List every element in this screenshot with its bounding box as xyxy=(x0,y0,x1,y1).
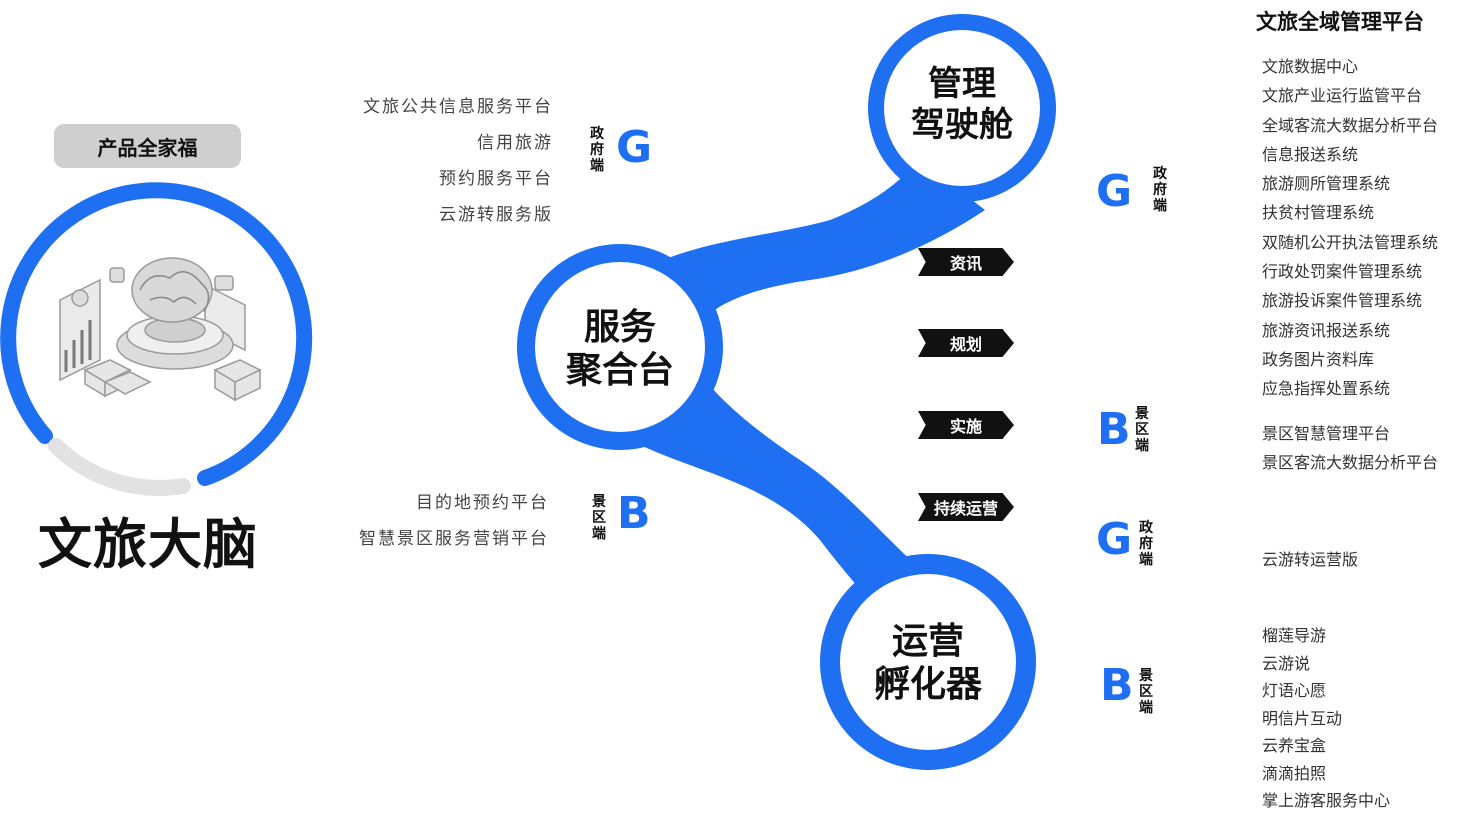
list-item[interactable]: 云游转服务版 xyxy=(439,205,553,225)
hub-service-line1: 服务 xyxy=(583,307,656,348)
scenic-side-label: 景区端 xyxy=(1135,406,1149,454)
list-item[interactable]: 旅游厕所管理系统 xyxy=(1262,174,1391,194)
service-gov-list: 文旅公共信息服务平台 信用旅游 预约服务平台 云游转服务版 xyxy=(363,89,553,233)
tag-implement[interactable]: 实施 xyxy=(918,411,1014,439)
list-item[interactable]: 景区智慧管理平台 xyxy=(1262,424,1391,443)
list-item[interactable]: 滴滴拍照 xyxy=(1262,763,1327,783)
hub-cockpit-line2: 驾驶舱 xyxy=(911,104,1013,145)
gov-letter-icon: G xyxy=(616,122,653,173)
list-item[interactable]: 预约服务平台 xyxy=(439,169,553,189)
hub-service xyxy=(517,244,723,450)
list-item[interactable]: 信用旅游 xyxy=(477,133,553,153)
tag-news[interactable]: 资讯 xyxy=(918,248,1014,276)
hub-incubator-line2: 孵化器 xyxy=(873,664,982,706)
right-scenic-list: 景区智慧管理平台 景区客流大数据分析平台 xyxy=(1262,419,1438,477)
scenic-letter-icon: B xyxy=(1097,404,1131,455)
list-item[interactable]: 旅游投诉案件管理系统 xyxy=(1262,291,1423,311)
tag-planning[interactable]: 规划 xyxy=(918,329,1014,357)
list-item[interactable]: 旅游资讯报送系统 xyxy=(1262,320,1391,340)
brain-title: 文旅大脑 xyxy=(38,513,258,576)
scenic-letter-icon: B xyxy=(1100,660,1134,711)
tag-operation[interactable]: 持续运营 xyxy=(918,493,1014,521)
service-scenic-list: 目的地预约平台 智慧景区服务营销平台 xyxy=(359,485,549,557)
product-pill[interactable]: 产品全家福 xyxy=(54,124,241,168)
gov-side-label: 政府端 xyxy=(1139,520,1153,568)
hub-service-label: 服务 聚合台 xyxy=(530,306,710,392)
list-item[interactable]: 云游转运营版 xyxy=(1262,550,1359,569)
scenic-side-label: 景区端 xyxy=(592,494,606,542)
list-item[interactable]: 云游说 xyxy=(1262,653,1311,673)
right-gov2-list: 云游转运营版 xyxy=(1262,548,1358,572)
list-item[interactable]: 文旅公共信息服务平台 xyxy=(363,97,553,117)
hub-service-line2: 聚合台 xyxy=(565,350,674,392)
hub-incubator-line1: 运营 xyxy=(891,621,964,662)
gov-letter-icon: G xyxy=(1096,166,1133,217)
scenic-letter-icon: B xyxy=(617,488,651,539)
right-gov-list: 文旅数据中心 文旅产业运行监管平台 全域客流大数据分析平台 信息报送系统 旅游厕… xyxy=(1262,52,1438,404)
list-item[interactable]: 文旅产业运行监管平台 xyxy=(1262,86,1423,106)
list-item[interactable]: 掌上游客服务中心 xyxy=(1262,791,1391,810)
hub-cockpit-line1: 管理 xyxy=(928,64,996,104)
hub-cockpit xyxy=(868,14,1056,202)
list-item[interactable]: 明信片互动 xyxy=(1262,708,1343,728)
list-item[interactable]: 全域客流大数据分析平台 xyxy=(1262,115,1439,135)
list-item[interactable]: 政务图片资料库 xyxy=(1262,349,1375,369)
gov-side-label: 政府端 xyxy=(1153,166,1167,214)
right-title: 文旅全域管理平台 xyxy=(1256,10,1424,34)
list-item[interactable]: 文旅数据中心 xyxy=(1262,57,1359,76)
list-item[interactable]: 榴莲导游 xyxy=(1262,626,1327,645)
list-item[interactable]: 目的地预约平台 xyxy=(416,493,549,513)
list-item[interactable]: 云养宝盒 xyxy=(1262,736,1327,755)
hub-incubator xyxy=(820,554,1036,770)
brain-ring xyxy=(0,182,313,496)
list-item[interactable]: 智慧景区服务营销平台 xyxy=(359,529,549,549)
hub-incubator-label: 运营 孵化器 xyxy=(840,620,1016,706)
list-item[interactable]: 信息报送系统 xyxy=(1262,144,1359,164)
list-item[interactable]: 应急指挥处置系统 xyxy=(1262,379,1391,399)
gov-side-label: 政府端 xyxy=(590,126,604,174)
scenic-side-label: 景区端 xyxy=(1139,668,1153,716)
list-item[interactable]: 双随机公开执法管理系统 xyxy=(1262,232,1439,252)
brain-illustration xyxy=(59,257,262,402)
list-item[interactable]: 景区客流大数据分析平台 xyxy=(1262,453,1439,472)
list-item[interactable]: 灯语心愿 xyxy=(1262,681,1327,700)
list-item[interactable]: 行政处罚案件管理系统 xyxy=(1262,262,1423,282)
list-item[interactable]: 扶贫村管理系统 xyxy=(1262,203,1375,223)
hub-cockpit-label: 管理 驾驶舱 xyxy=(880,64,1044,146)
right-scenic2-list: 榴莲导游 云游说 灯语心愿 明信片互动 云养宝盒 滴滴拍照 掌上游客服务中心 xyxy=(1262,622,1390,815)
gov-letter-icon: G xyxy=(1096,514,1133,565)
